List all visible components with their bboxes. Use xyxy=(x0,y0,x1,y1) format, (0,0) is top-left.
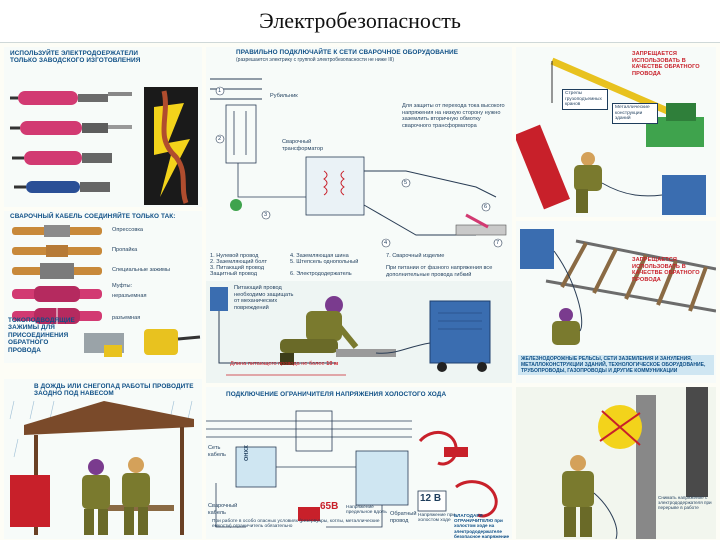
breaker-label: Рубильник xyxy=(270,93,298,99)
panel-crane: ЗАПРЕЩАЕТСЯ ИСПОЛЬЗОВАТЬ В КАЧЕСТВЕ ОБРА… xyxy=(516,47,716,217)
cable-item-solder: Пропайка xyxy=(112,247,138,253)
connect-subheading: (разрешается электрику с группой электро… xyxy=(236,57,395,63)
magnet-clamp-icon xyxy=(144,329,178,355)
device-label: ОНХХ xyxy=(244,445,250,461)
legend-left-3: 3. Питающий провод xyxy=(210,265,264,271)
connection-diagram xyxy=(206,78,512,383)
shelter-illustration xyxy=(9,400,194,535)
electrode-holder-icon xyxy=(465,213,489,229)
holder-1-icon xyxy=(10,91,132,105)
worker-rails-icon xyxy=(552,308,580,345)
panel-electrode-holders: ИСПОЛЬЗУЙТЕ ЭЛЕКТРОДОЕРЖАТЕЛИ ТОЛЬКО ЗАВ… xyxy=(4,47,202,207)
worker-spark-icon xyxy=(562,455,594,537)
cable-protection-note: Питающий провод необходимо защищать от м… xyxy=(234,285,294,311)
legend-right-1: 7. Сварочный изделие xyxy=(386,253,445,259)
panel-rain-shelter: В ДОЖДЬ ИЛИ СНЕГОПАД РАБОТЫ ПРОВОДИТЕ ЗА… xyxy=(4,379,202,539)
marker-2: 2 xyxy=(218,136,222,142)
switch-box-icon xyxy=(210,287,228,311)
rain-heading: В ДОЖДЬ ИЛИ СНЕГОПАД РАБОТЫ ПРОВОДИТЕ ЗА… xyxy=(34,383,194,398)
connect-note-right: Для защиты от перехода тока высокого нап… xyxy=(402,103,505,129)
crane-boom-icon xyxy=(550,57,688,123)
length-label: Длина питающего провода не более 10 м xyxy=(230,361,350,368)
label-network-cable: Сеть кабель xyxy=(208,445,226,458)
voltage-low-note: Напряжение при холостом ходе xyxy=(418,513,456,524)
welding-machine-crane-icon xyxy=(662,175,706,215)
cable-heading: СВАРОЧНЫЙ КАБЕЛЬ СОЕДИНЯЙТЕ ТОЛЬКО ТАК: xyxy=(10,213,176,220)
holder-4-icon xyxy=(14,181,110,193)
marker-3: 3 xyxy=(264,212,268,218)
cable-item-crimp: Опрессовка xyxy=(112,227,144,233)
label-return-wire: Обратный провод xyxy=(390,511,417,524)
welding-machine-rails-icon xyxy=(520,229,554,269)
welder-1-icon xyxy=(82,459,110,535)
voltage-high-note: Напряжение предельное вдоль xyxy=(346,505,387,516)
limiter-note-right: БЛАГОДАРЯ ОГРАНИЧИТЕЛЮ при холостом ходе… xyxy=(454,513,510,539)
spark-label: Снимать напряжение с электрододержателя … xyxy=(658,495,712,511)
length-label-text: Длина питающего провода не более xyxy=(230,361,325,367)
cable-item-clamps: Специальные зажимы xyxy=(112,267,170,273)
high-voltage-hand-icon xyxy=(418,431,468,466)
worker-crane-icon xyxy=(574,152,602,213)
clamp-icon xyxy=(104,345,122,357)
canopy-icon xyxy=(24,401,194,435)
legend-mid-3: 6. Электрододержатель xyxy=(290,271,352,277)
spark-illustration xyxy=(516,387,716,539)
legend-mid-1: 4. Заземляющая шина xyxy=(290,253,349,259)
marker-4: 4 xyxy=(384,240,388,246)
welding-source-icon xyxy=(355,450,409,506)
panel-rails: ЗАПРЕЩАЕТСЯ ИСПОЛЬЗОВАТЬ В КАЧЕСТВЕ ОБРА… xyxy=(516,221,716,383)
connect-heading: ПРАВИЛЬНО ПОДКЛЮЧАЙТЕ К СЕТИ СВАРОЧНОЕ О… xyxy=(236,49,459,56)
electrode-holders-illustration xyxy=(10,87,198,205)
legend-left-4: Защитный провод xyxy=(210,271,257,277)
ground-icon xyxy=(230,199,242,211)
marker-1: 1 xyxy=(218,88,222,94)
crane-warning: ЗАПРЕЩАЕТСЯ ИСПОЛЬЗОВАТЬ В КАЧЕСТВЕ ОБРА… xyxy=(632,51,700,77)
cable-item-detachable: разъемная xyxy=(112,315,141,321)
limiter-note-bottom: При работе в особо опасных условиях (рез… xyxy=(212,519,380,530)
panel-return-clamps: ТОКОПОДВОДЯЩИЕ ЗАЖИМЫ ДЛЯ ПРИСОЕДИНЕНИЯ … xyxy=(4,315,202,375)
page-title: Электробезопасность xyxy=(259,8,461,33)
clamps-heading: ТОКОПОДВОДЯЩИЕ ЗАЖИМЫ ДЛЯ ПРИСОЕДИНЕНИЯ … xyxy=(8,317,75,354)
cable-item-sleeves: Муфты: xyxy=(112,283,133,289)
legend-left-1: 1. Нулевой провод xyxy=(210,253,259,259)
rails-illustration xyxy=(520,229,716,345)
limiter-diagram xyxy=(206,410,498,528)
limiter-heading: ПОДКЛЮЧЕНИЕ ОГРАНИЧИТЕЛЯ НАПРЯЖЕНИЯ ХОЛО… xyxy=(226,391,447,398)
label-welding-cable: Сварочный кабель xyxy=(208,503,238,516)
rails-warning: ЗАПРЕЩАЕТСЯ ИСПОЛЬЗОВАТЬ В КАЧЕСТВЕ ОБРА… xyxy=(632,257,700,283)
marker-5: 5 xyxy=(404,180,408,186)
voltage-high: 65В xyxy=(320,501,339,512)
safe-hand-icon xyxy=(455,480,498,518)
marker-7: 7 xyxy=(496,240,500,246)
length-value: 10 м xyxy=(326,361,339,367)
metal-structure-icon xyxy=(516,124,570,210)
connect-note-bottom: При питании от фазного напряжения все до… xyxy=(386,265,493,278)
crane-illustration xyxy=(516,57,706,215)
legend-left-2: 2. Заземляющий болт xyxy=(210,259,268,265)
welder-2-icon xyxy=(122,457,150,535)
rails-banner: ЖЕЛЕЗНОДОРОЖНЫЕ РЕЛЬСЫ, СЕТИ ЗАЗЕМЛЕНИЯ … xyxy=(518,355,714,375)
legend-mid-2: 5. Штепсель однопольный xyxy=(290,259,359,265)
welder-worker-icon xyxy=(280,296,359,365)
cable-joints-illustration xyxy=(12,225,102,324)
safety-poster: ИСПОЛЬЗУЙТЕ ЭЛЕКТРОДОЕРЖАТЕЛИ ТОЛЬКО ЗАВ… xyxy=(0,42,720,540)
holder-2-icon xyxy=(10,121,132,135)
panel-spark: Снимать напряжение с электрододержателя … xyxy=(516,387,716,539)
welding-machine-icon xyxy=(429,300,491,372)
panel-proper-connection: ПРАВИЛЬНО ПОДКЛЮЧАЙТЕ К СЕТИ СВАРОЧНОЕ О… xyxy=(206,47,512,383)
clamps-illustration xyxy=(84,329,201,357)
voltage-low: 12 В xyxy=(420,493,442,504)
transformer-label: Сварочный трансформатор xyxy=(282,139,324,152)
holders-heading: ИСПОЛЬЗУЙТЕ ЭЛЕКТРОДОЕРЖАТЕЛИ ТОЛЬКО ЗАВ… xyxy=(10,50,141,65)
crane-label-structure: Металлические конструкции зданий xyxy=(612,103,658,124)
marker-6: 6 xyxy=(484,204,488,210)
cable-item-fixed: неразъемная xyxy=(112,293,147,299)
panel-voltage-limiter: ПОДКЛЮЧЕНИЕ ОГРАНИЧИТЕЛЯ НАПРЯЖЕНИЯ ХОЛО… xyxy=(206,387,512,539)
holder-3-icon xyxy=(12,151,112,165)
crane-label-boom: Стрелы грузоподъемных кранов xyxy=(562,89,608,110)
